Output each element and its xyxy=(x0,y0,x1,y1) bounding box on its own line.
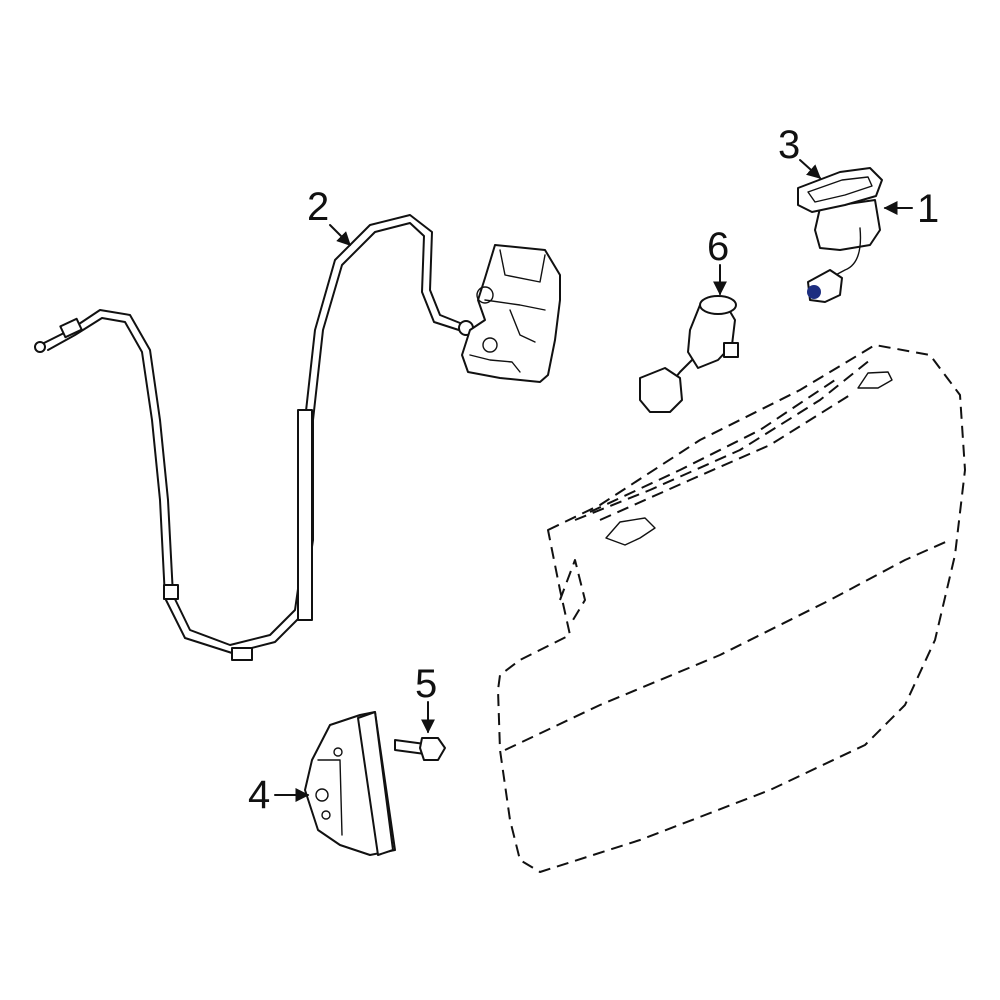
callout-3: 3 xyxy=(778,123,800,167)
callout-6: 6 xyxy=(707,225,729,269)
release-cable xyxy=(34,214,474,661)
callout-2: 2 xyxy=(307,185,329,229)
callout-4: 4 xyxy=(248,773,270,817)
callout-1: 1 xyxy=(917,187,939,231)
door-shell-outline xyxy=(497,344,966,873)
lock-cylinder xyxy=(639,295,739,413)
mounting-bolt xyxy=(394,737,446,761)
door-latch xyxy=(461,244,561,383)
callout-5: 5 xyxy=(415,662,437,706)
handle-bezel xyxy=(797,167,883,213)
door-handle-actuator xyxy=(807,199,881,303)
leader-lines xyxy=(274,159,913,802)
striker-plate xyxy=(304,711,396,856)
